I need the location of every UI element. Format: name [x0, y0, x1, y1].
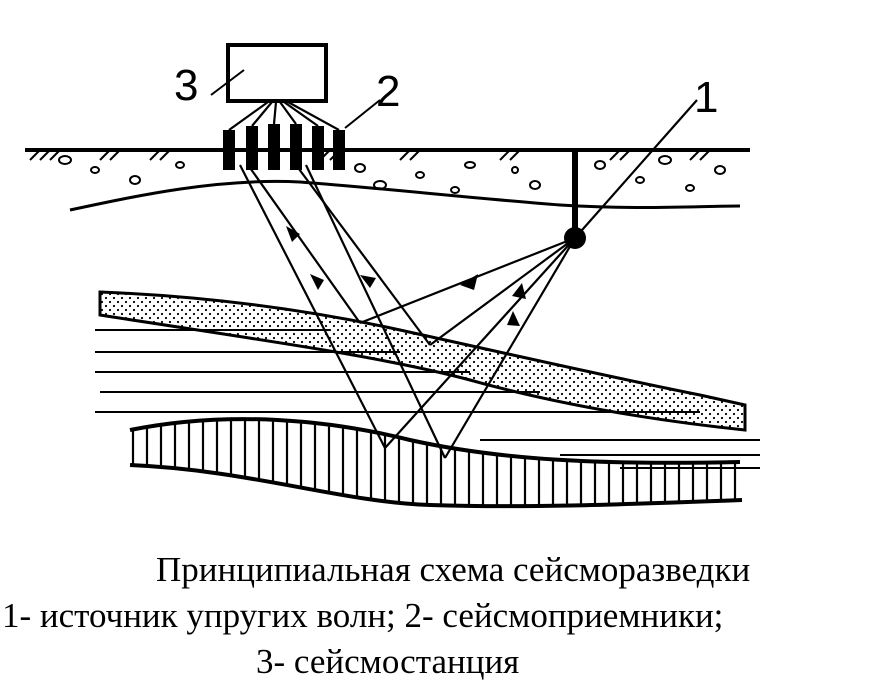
elastic-wave-source [564, 150, 586, 249]
station-cables [228, 101, 340, 131]
soil-pebbles [58, 155, 726, 194]
caption-legend-line-1: 1- источник упругих волн; 2- сейсмоприем… [2, 596, 724, 635]
label-1: 1 [694, 73, 718, 122]
surface-hatching [29, 149, 711, 161]
caption-title: Принципиальная схема сейсморазведки [156, 550, 751, 589]
label-leaders [210, 69, 381, 129]
ray-arrowheads [286, 226, 526, 326]
seismic-exploration-diagram: 3 2 1 [25, 43, 760, 509]
seismic-rays [239, 99, 698, 459]
seismic-station [226, 43, 328, 103]
geophones [223, 124, 345, 170]
soil-base [69, 179, 741, 212]
caption-legend-line-2: 3- сейсмостанция [256, 642, 520, 681]
label-2: 2 [376, 67, 400, 116]
label-3: 3 [174, 61, 198, 110]
